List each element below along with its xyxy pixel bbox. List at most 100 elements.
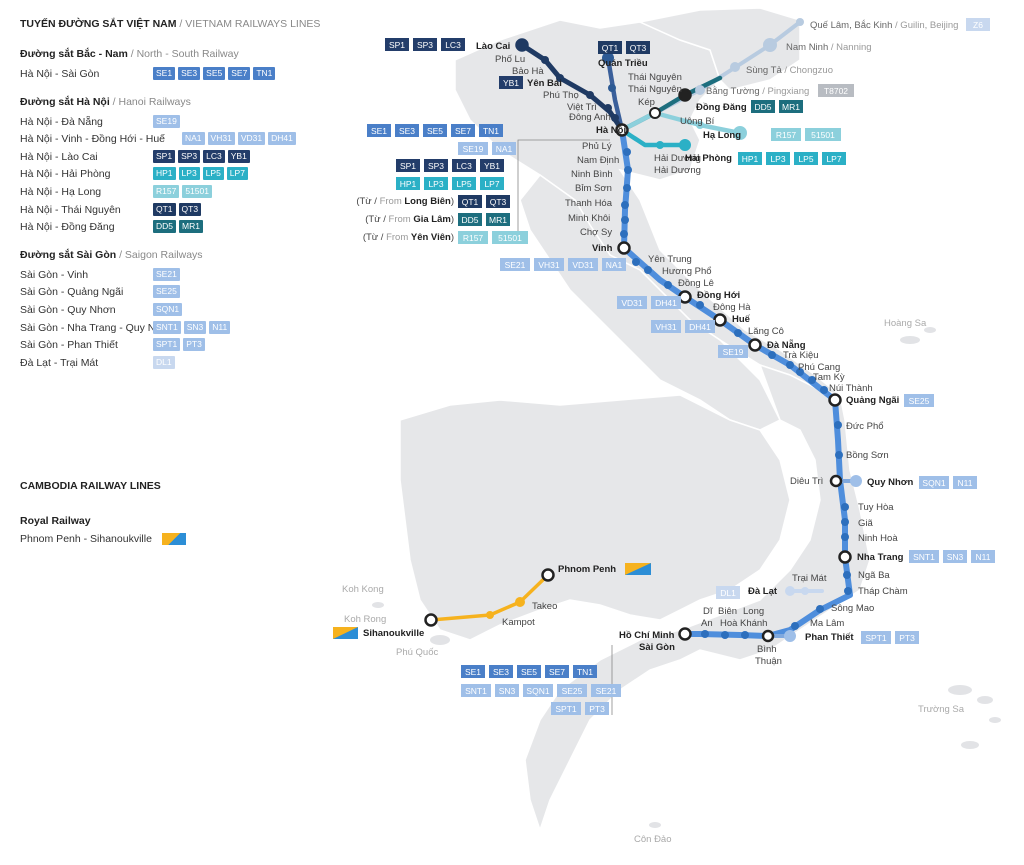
svg-text:Tuy Hòa: Tuy Hòa <box>858 502 894 513</box>
station-saigon <box>678 627 692 641</box>
legend-row: Đà Lạt - Trại Mát DL1 <box>20 355 340 373</box>
legend-route: Đà Lạt - Trại Mát <box>20 356 99 369</box>
svg-text:Ninh Bình: Ninh Bình <box>571 169 613 180</box>
map-badge-code: LC3 <box>456 161 472 171</box>
section-head-text: Đường sắt Sài Gòn <box>20 248 117 261</box>
map-badge-code: DD5 <box>461 215 478 225</box>
map-badge-code: SP1 <box>400 161 416 171</box>
svg-text:Đức Phổ: Đức Phổ <box>846 421 884 432</box>
svg-text:Phan Thiết: Phan Thiết <box>805 632 854 643</box>
royal-head: Royal Railway <box>20 515 91 527</box>
map-badge-bg <box>367 124 391 137</box>
map-badge-bg <box>480 177 504 190</box>
map-badge-code: SN3 <box>947 552 964 562</box>
svg-text:Tháp Chàm: Tháp Chàm <box>858 586 908 597</box>
svg-text:Tam Kỳ: Tam Kỳ <box>813 372 845 383</box>
map-badge-code: SE5 <box>521 667 537 677</box>
map-badge-code: SE5 <box>427 126 443 136</box>
svg-text:Diêu Trì: Diêu Trì <box>790 476 824 487</box>
svg-text:Đồng Lê: Đồng Lê <box>678 278 714 289</box>
train-code-badge: HP1 <box>153 167 176 181</box>
map-badge-code: SE19 <box>463 144 484 154</box>
station-sihanoukville <box>424 613 438 627</box>
station-phnompenh <box>541 568 555 582</box>
legend-section-head: Đường sắt Sài Gòn / Saigon Railways <box>20 249 340 261</box>
map-badge-code: TN1 <box>577 667 593 677</box>
train-code-badge: TN1 <box>253 67 276 80</box>
section-head-en: / Saigon Railways <box>116 248 203 261</box>
map-badge-code: SE21 <box>505 260 526 270</box>
svg-text:Sông Mao: Sông Mao <box>831 603 874 614</box>
svg-text:Minh Khôi: Minh Khôi <box>568 213 610 224</box>
map-badge-bg <box>500 258 530 271</box>
station-dieutri <box>829 474 843 488</box>
station-kep <box>649 107 661 119</box>
map-badge-bg <box>441 38 465 51</box>
map-badge-bg <box>486 195 510 208</box>
train-code-badge: LC3 <box>203 149 225 163</box>
china-land <box>637 7 801 91</box>
map-badge-bg <box>598 41 622 54</box>
geo-labels: Hoàng Sa Trường Sa Côn Đảo Koh Kong Koh … <box>342 318 965 845</box>
legend-route: Sài Gòn - Vinh <box>20 268 89 281</box>
svg-text:Sài Gòn: Sài Gòn <box>639 642 675 653</box>
legend-codes: SE19 <box>153 114 180 128</box>
station-labels: Lào Cai Phố Lu Bảo Hà Yên Bái Phú Thọ Vi… <box>363 20 958 667</box>
map-badge-code: SPT1 <box>555 704 577 714</box>
svg-text:Đông Anh: Đông Anh <box>569 112 611 123</box>
map-badge-bg <box>492 231 528 244</box>
legend-codes: SE21 <box>153 267 180 281</box>
map-badge-code: SQN1 <box>922 478 945 488</box>
svg-text:Quy Nhơn: Quy Nhơn <box>867 477 914 488</box>
svg-text:Vinh: Vinh <box>592 243 613 254</box>
svg-text:Bồng Sơn: Bồng Sơn <box>846 450 889 461</box>
svg-text:Trại Mát: Trại Mát <box>792 573 827 584</box>
map-badge-code: SPT1 <box>865 633 887 643</box>
train-code-badge: QT1 <box>153 202 176 216</box>
train-code-badge: SQN1 <box>153 302 183 316</box>
map-badge-code: LP7 <box>826 154 841 164</box>
svg-text:An: An <box>701 618 713 629</box>
map-badge-code: SN3 <box>499 686 516 696</box>
map-badge-code: SP1 <box>389 40 405 50</box>
map-badge-code: NA1 <box>606 260 623 270</box>
train-code-badge: DD5 <box>153 220 177 234</box>
svg-text:Kampot: Kampot <box>502 617 535 628</box>
station-donghoi <box>678 290 692 304</box>
svg-text:Yên Trung: Yên Trung <box>648 254 692 265</box>
line-laocai <box>519 42 625 133</box>
map-badge-code: LP5 <box>798 154 813 164</box>
map-badge-bg <box>617 296 647 309</box>
legend-row: Sài Gòn - Vinh SE21 <box>20 267 340 285</box>
svg-text:Hải Dương: Hải Dương <box>654 153 701 164</box>
map-badge-bg <box>716 586 740 599</box>
map-badge-bg <box>557 684 587 697</box>
svg-text:Phủ Lý: Phủ Lý <box>582 141 612 152</box>
legend-sections: Đường sắt Bắc - Nam / North - South Rail… <box>20 48 340 372</box>
map-badge-bg <box>452 159 476 172</box>
train-code-badge: DL1 <box>153 355 175 369</box>
map-badge-bg <box>499 76 523 89</box>
from-labels: (Từ / From Long Biên) (Từ / From Gia Lâm… <box>356 196 454 243</box>
map-badge-code: NA1 <box>496 144 513 154</box>
map-badge-code: VD31 <box>621 298 643 308</box>
map-badge-bg <box>966 18 990 31</box>
badge-group-danang: SE19 <box>718 345 748 358</box>
svg-text:Biên: Biên <box>718 606 737 617</box>
legend-route: Hà Nội - Hải Phòng <box>20 168 111 181</box>
svg-text:Khánh: Khánh <box>740 618 767 629</box>
map-badge-bg <box>385 38 409 51</box>
svg-text:Đà Lạt: Đà Lạt <box>748 586 778 597</box>
